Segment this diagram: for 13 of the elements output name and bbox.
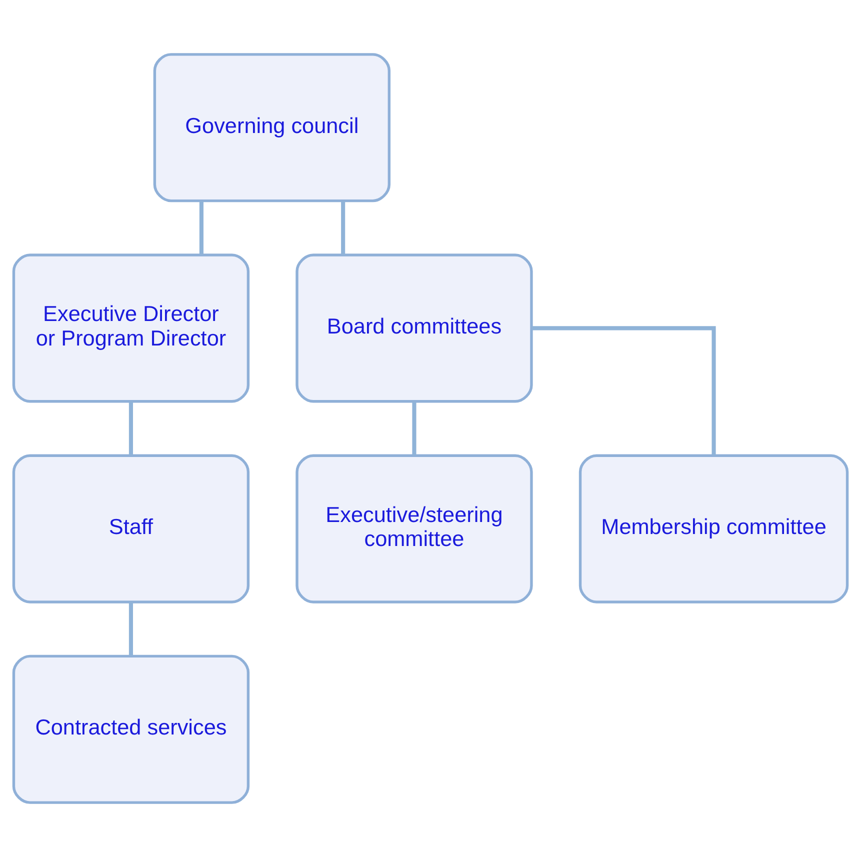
node-box: Contracted services xyxy=(12,654,250,804)
connector xyxy=(128,602,133,656)
node-box: Governing council xyxy=(153,53,391,202)
connector xyxy=(128,402,133,456)
node-box: Membership committee xyxy=(578,454,849,604)
connector xyxy=(532,326,716,456)
connector xyxy=(199,201,204,255)
node-box: Executive/steering committee xyxy=(296,454,533,604)
node-box: Executive Director or Program Director xyxy=(12,254,250,403)
connector xyxy=(412,402,416,456)
connector xyxy=(341,201,346,255)
node-box: Staff xyxy=(12,454,250,604)
node-box: Board committees xyxy=(296,254,533,403)
